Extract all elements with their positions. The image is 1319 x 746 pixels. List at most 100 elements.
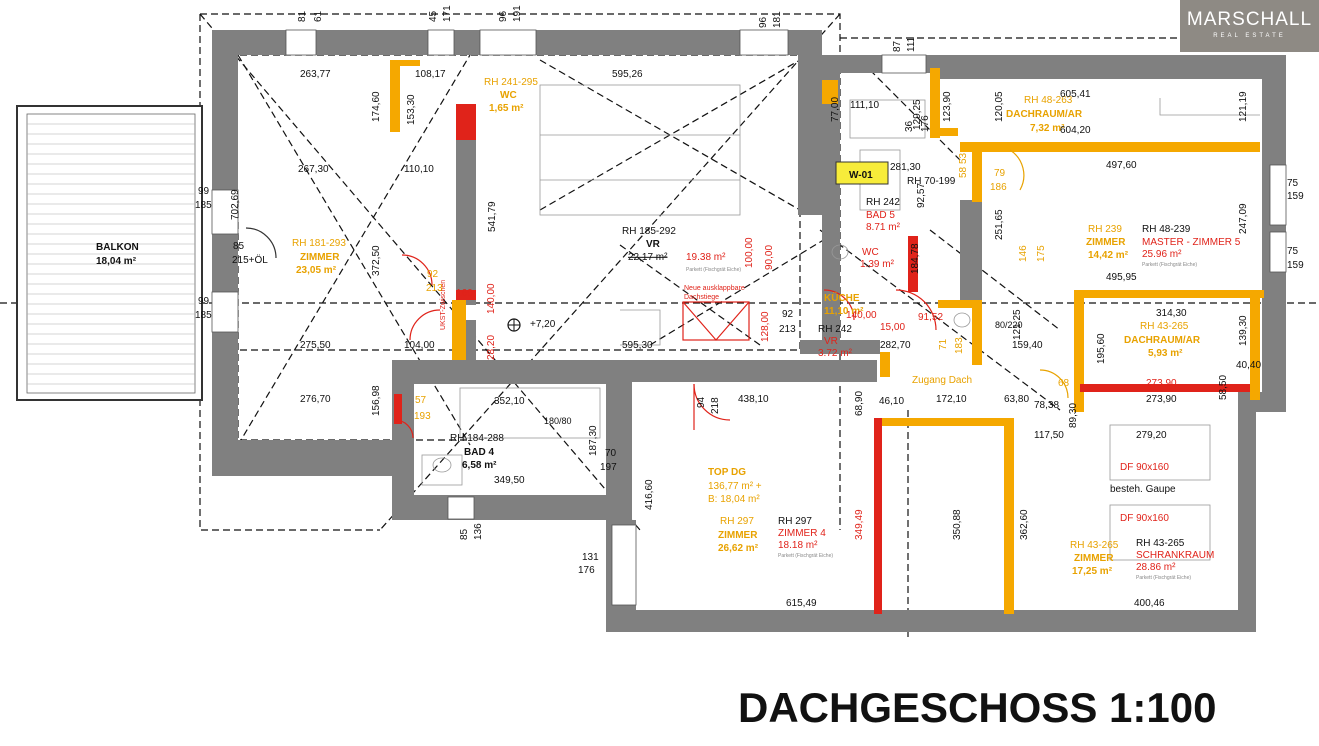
dimension-label: 615,49 <box>786 598 817 609</box>
room-area: 1,65 m² <box>489 103 524 114</box>
room-name: ZIMMER 4 <box>778 528 826 539</box>
dimension-label: 195,60 <box>1096 333 1107 364</box>
dimension-label: 400,46 <box>1134 598 1165 609</box>
room-area: 26,62 m² <box>718 543 759 554</box>
room-wc-small: WC 1.39 m² <box>860 247 895 270</box>
dimension-label: 75 <box>1287 246 1299 257</box>
dimension-label: 79 <box>994 168 1006 179</box>
dimension-label: 175 <box>1036 245 1047 262</box>
dimension-label: 541,79 <box>487 201 498 232</box>
room-name: KÜCHE <box>824 291 860 304</box>
room-area: 8.71 m² <box>866 222 901 233</box>
dimension-label: 349,49 <box>854 509 865 540</box>
dimension-label: 595,26 <box>612 69 643 80</box>
dimension-label: 176 <box>920 115 931 132</box>
dimension-label: 92,57 <box>916 183 927 208</box>
room-zimmer-d: RH 43-265 ZIMMER 17,25 m² <box>1070 540 1119 577</box>
room-note: Parkett (Fischgrät Eiche) <box>778 553 833 559</box>
plan-title: DACHGESCHOSS 1:100 <box>738 684 1217 731</box>
room-master: RH 48-239 MASTER - ZIMMER 5 25.96 m² Par… <box>1142 224 1241 268</box>
dimension-label: 184,78 <box>910 243 921 274</box>
top-dg-line1: TOP DG <box>708 467 746 478</box>
room-rh1: RH 70-199 <box>907 176 956 187</box>
room-name: ZIMMER <box>1086 237 1126 248</box>
dimension-label: 63,80 <box>1004 394 1029 405</box>
room-area: 14,42 m² <box>1088 250 1129 261</box>
dimension-label: 121,25 <box>1012 309 1023 340</box>
balcony <box>16 105 203 401</box>
room-area: 3.72 m² <box>818 348 853 359</box>
dimension-label: 120,05 <box>994 91 1005 122</box>
dimension-label: 495,95 <box>1106 272 1137 283</box>
dimension-label: 61 <box>313 10 324 22</box>
new-walls-red <box>394 104 1250 614</box>
dimension-label: 174,60 <box>371 91 382 122</box>
dimension-label: 185 <box>195 310 212 321</box>
dimension-label: 191 <box>512 5 523 22</box>
room-wc-top: RH 241-295 WC 1,65 m² <box>484 77 538 114</box>
room-rh: RH 242 <box>818 324 852 335</box>
room-note: Parkett (Fischgrät Eiche) <box>1136 575 1191 581</box>
dimension-label: 215+ÖL <box>232 254 268 266</box>
dimension-label: 275,50 <box>300 340 331 351</box>
dimension-label: 497,60 <box>1106 160 1137 171</box>
walls <box>212 30 1286 632</box>
room-zimmer-c: RH 297 ZIMMER 26,62 m² <box>718 516 759 554</box>
dimension-label: 70 <box>605 448 617 459</box>
room-name: WC <box>500 90 517 101</box>
dimension-label: 350,88 <box>952 509 963 540</box>
dimensions-horizontal: 263,77 108,17 595,26 605,41 604,20 267,3… <box>195 69 1304 609</box>
room-rh: RH 181-293 <box>292 238 346 249</box>
door-size: 80/220 <box>995 320 1023 330</box>
room-name: MASTER - ZIMMER 5 <box>1142 237 1241 248</box>
dimension-label: 58,50 <box>1218 375 1229 400</box>
dimension-label: 121,19 <box>1238 91 1249 122</box>
dimension-label: 108,17 <box>415 69 446 80</box>
df-window-2: DF 90x160 <box>1120 513 1169 524</box>
dimension-label: 140,00 <box>846 310 877 321</box>
stair-note-2: Dachstiege <box>684 294 719 301</box>
dimension-label: 181 <box>772 11 783 28</box>
room-name: BAD 4 <box>464 447 494 458</box>
room-area: 18.18 m² <box>778 540 818 551</box>
dimension-label: 99 <box>198 296 210 307</box>
dimension-label: 349,50 <box>494 475 525 486</box>
room-rh: RH 48-239 <box>1142 224 1191 235</box>
room-name: DACHRAUM/AR <box>1124 335 1201 346</box>
dimension-label: 96 <box>758 16 769 28</box>
room-rh2: RH 242 <box>866 197 900 208</box>
dimension-label: 45 <box>428 10 439 22</box>
room-zimmer-a: RH 181-293 ZIMMER 23,05 m² <box>292 238 346 276</box>
dimension-label: 110,10 <box>404 164 434 175</box>
dimension-label: 92 <box>782 309 794 320</box>
room-name: VR <box>646 239 661 250</box>
dimension-label: 251,65 <box>994 209 1005 240</box>
dimension-label: 372,50 <box>371 245 382 276</box>
dimension-label: 282,70 <box>880 340 911 351</box>
dimension-label: 90,00 <box>764 245 775 270</box>
new-walls-yellow <box>390 60 1264 614</box>
brand-name: MARSCHALL <box>1186 9 1313 30</box>
level-label: +7,20 <box>530 319 556 330</box>
room-area: 1.39 m² <box>860 259 895 270</box>
dimension-label: 58 <box>958 166 969 178</box>
dimension-label: 279,20 <box>1136 430 1167 441</box>
room-rh: RH 297 <box>778 516 812 527</box>
room-area: 7,32 m² <box>1030 123 1065 134</box>
dimension-label: 605,41 <box>1060 89 1091 100</box>
room-rh: RH 48-263 <box>1024 95 1073 106</box>
dimension-label: 71 <box>938 338 949 350</box>
dimension-label: 139,30 <box>1238 315 1249 346</box>
room-balkon: BALKON 18,04 m² <box>96 242 139 267</box>
room-area: 25.96 m² <box>1142 249 1182 260</box>
dimension-label: 75 <box>1287 178 1299 189</box>
room-schrankraum: RH 43-265 SCHRANKRAUM 28.86 m² Parkett (… <box>1136 538 1214 581</box>
room-zimmer-b: RH 239 ZIMMER 14,42 m² <box>1086 224 1129 261</box>
vr-note: Parkett (Fischgrät Eiche) <box>686 267 741 273</box>
dimension-label: 99 <box>198 186 210 197</box>
room-area: 28.86 m² <box>1136 562 1176 573</box>
room-name: BAD 5 <box>866 210 895 221</box>
room-area: 18,04 m² <box>96 256 137 267</box>
dimension-label: 94 <box>696 396 707 408</box>
room-note: Parkett (Fischgrät Eiche) <box>1142 262 1197 268</box>
